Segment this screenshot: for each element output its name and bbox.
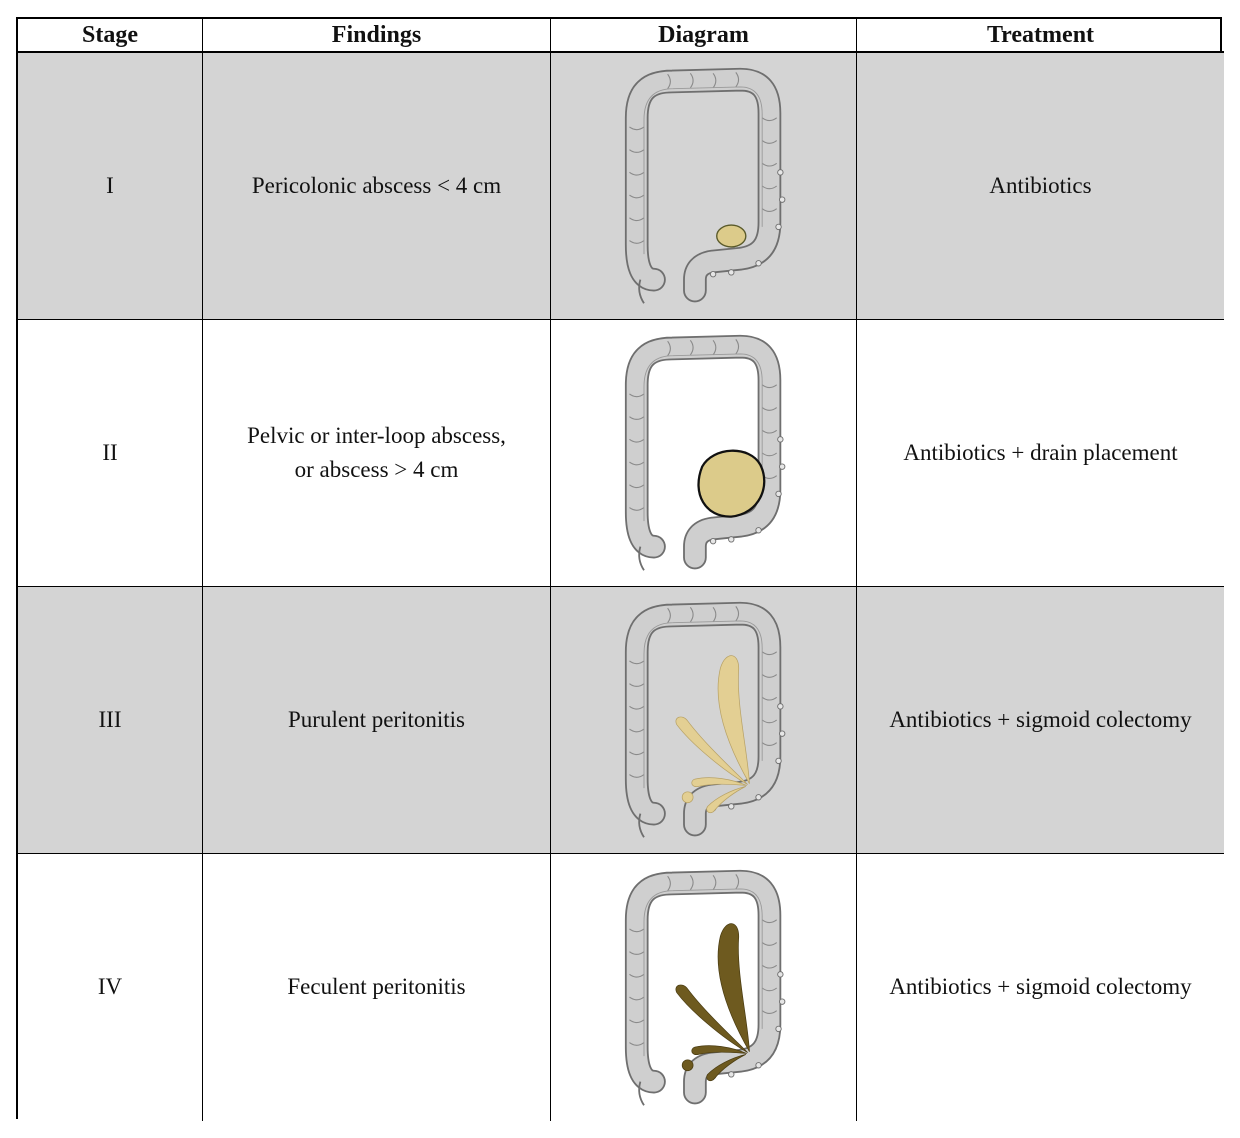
header-stage: Stage	[18, 19, 203, 53]
row-3-diagram	[551, 587, 857, 854]
colon-feculent-spill-illustration	[604, 858, 804, 1118]
row-1-diagram	[551, 53, 857, 320]
row-3-treatment: Antibiotics + sigmoid colectomy	[857, 587, 1224, 854]
row-4-treatment: Antibiotics + sigmoid colectomy	[857, 854, 1224, 1121]
header-findings: Findings	[203, 19, 551, 53]
colon-purulent-spill-illustration	[604, 590, 804, 850]
header-treatment: Treatment	[857, 19, 1224, 53]
large-abscess	[696, 449, 765, 518]
row-4-diagram	[551, 854, 857, 1121]
row-4-stage: IV	[18, 854, 203, 1121]
row-2-treatment: Antibiotics + drain placement	[857, 320, 1224, 587]
row-4-findings: Feculent peritonitis	[203, 854, 551, 1121]
row-3-stage: III	[18, 587, 203, 854]
row-2-stage: II	[18, 320, 203, 587]
header-diagram: Diagram	[551, 19, 857, 53]
row-1-treatment: Antibiotics	[857, 53, 1224, 320]
colon-large-abscess-illustration	[604, 323, 804, 583]
row-2-diagram	[551, 320, 857, 587]
staging-table: Stage Findings Diagram Treatment I Peric…	[16, 17, 1224, 1121]
row-1-findings: Pericolonic abscess < 4 cm	[203, 53, 551, 320]
small-abscess	[715, 224, 746, 248]
feculent-spill	[675, 922, 750, 1081]
colon-small-abscess-illustration	[604, 56, 804, 316]
row-1-stage: I	[18, 53, 203, 320]
purulent-spill	[675, 655, 750, 814]
row-3-findings: Purulent peritonitis	[203, 587, 551, 854]
row-2-findings: Pelvic or inter-loop abscess, or abscess…	[203, 320, 551, 587]
